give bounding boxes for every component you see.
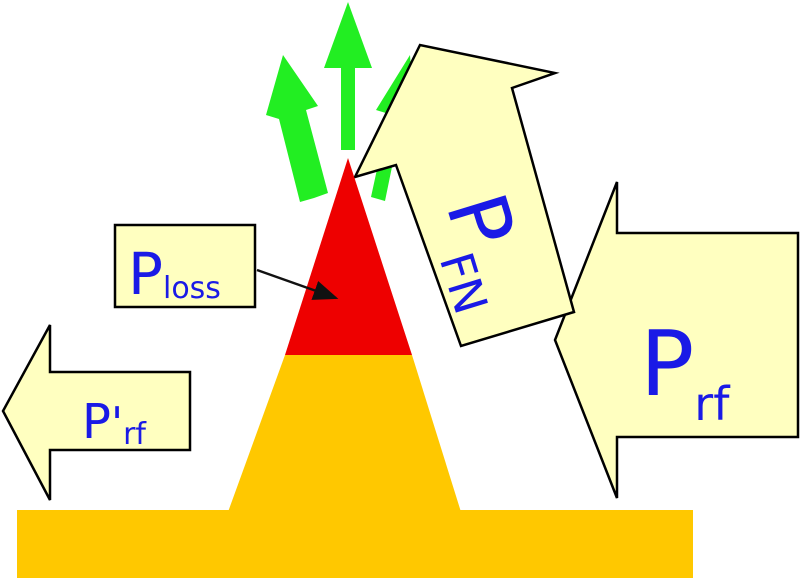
p-rf-arrow xyxy=(553,181,800,499)
emitter-body xyxy=(228,355,461,512)
p-rf-sub: rf xyxy=(694,377,731,431)
p-rf-reflected-arrow xyxy=(1,324,192,501)
substrate xyxy=(17,510,693,578)
p-loss-sub: loss xyxy=(163,271,221,306)
p-fn-arrow xyxy=(352,43,576,348)
p-rf-main: P xyxy=(640,312,694,417)
p-rf-label: Prf xyxy=(640,312,731,431)
p-loss-box xyxy=(113,223,257,309)
emission-arrow-center xyxy=(324,2,372,150)
p-rf-reflected-sub: rf xyxy=(123,417,147,452)
svg-text:Prf: Prf xyxy=(640,312,731,431)
p-loss-label: Ploss xyxy=(128,240,221,308)
p-rf-reflected-prime: ' xyxy=(111,398,123,449)
emission-arrow-left xyxy=(266,55,328,202)
p-loss-main: P xyxy=(128,240,163,308)
svg-text:Ploss: Ploss xyxy=(128,240,221,308)
p-rf-reflected-label: P'rf xyxy=(82,394,147,452)
emitter-tip-loss-region xyxy=(285,158,412,355)
svg-text:P'rf: P'rf xyxy=(82,394,147,452)
p-rf-reflected-main: P xyxy=(82,394,111,450)
p-loss-pointer xyxy=(256,268,339,300)
